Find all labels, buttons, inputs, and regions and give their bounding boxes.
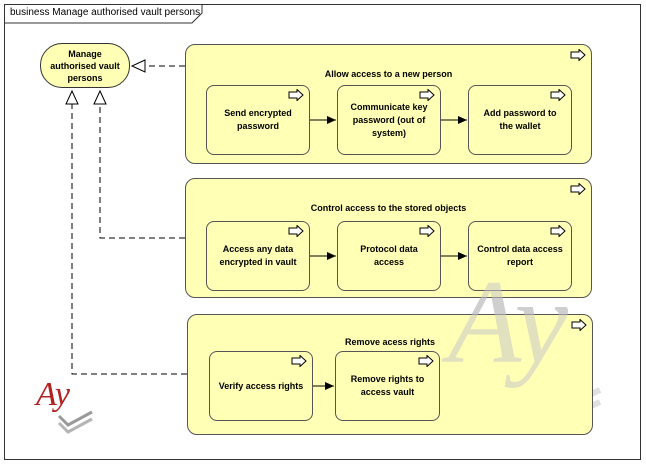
process-add-password-to-wallet[interactable]: Add password to the wallet	[468, 85, 572, 155]
process-arrow-icon	[550, 89, 566, 101]
process-label: Communicate key password (out of system)	[350, 101, 428, 138]
process-communicate-key-password[interactable]: Communicate key password (out of system)	[337, 85, 441, 155]
group-title: Control access to the stored objects	[310, 203, 467, 213]
hollow-arrowhead	[65, 89, 79, 105]
process-arrow-icon	[418, 355, 434, 367]
process-arrow-icon	[571, 319, 587, 331]
process-label: Access any data encrypted in vault	[219, 244, 297, 267]
process-send-encrypted-password[interactable]: Send encrypted password	[206, 85, 310, 155]
aggregation-line-3	[71, 104, 187, 375]
process-label: Control data access report	[477, 244, 563, 267]
process-control-data-access-report[interactable]: Control data access report	[468, 221, 572, 291]
process-arrow-icon	[570, 183, 586, 195]
frame-tab-border	[4, 4, 203, 24]
group-title: Allow access to a new person	[324, 69, 453, 79]
process-verify-access-rights[interactable]: Verify access rights	[209, 351, 313, 421]
process-arrow-icon	[288, 89, 304, 101]
frame-title: business Manage authorised vault persons	[10, 7, 201, 18]
process-arrow-icon	[291, 355, 307, 367]
aggregation-line-2	[99, 104, 185, 239]
diagram-frame	[4, 4, 641, 460]
process-protocol-data-access[interactable]: Protocol data access	[337, 221, 441, 291]
process-label: Remove rights to access vault	[350, 374, 425, 397]
process-label: Protocol data access	[360, 244, 418, 267]
group-title: Remove acess rights	[344, 337, 436, 347]
process-arrow-icon	[419, 89, 435, 101]
process-label: Send encrypted password	[224, 108, 292, 131]
process-arrow-icon	[550, 225, 566, 237]
brand-logo: Ay	[36, 376, 70, 413]
brand-checkmark-icon	[57, 410, 93, 434]
hollow-arrowhead	[93, 89, 107, 105]
process-label: Verify access rights	[218, 380, 304, 391]
watermark-logo-overlay: Ay	[448, 255, 568, 388]
main-process-oval[interactable]: Manage authorised vault persons	[40, 43, 130, 88]
process-access-any-data[interactable]: Access any data encrypted in vault	[206, 221, 310, 291]
process-remove-rights-to-access-vault[interactable]: Remove rights to access vault	[335, 351, 440, 421]
process-label: Add password to the wallet	[483, 108, 557, 131]
hollow-arrowhead	[130, 59, 146, 73]
process-arrow-icon	[570, 49, 586, 61]
process-arrow-icon	[419, 225, 435, 237]
main-process-label: Manage authorised vault persons	[50, 48, 120, 83]
process-arrow-icon	[288, 225, 304, 237]
